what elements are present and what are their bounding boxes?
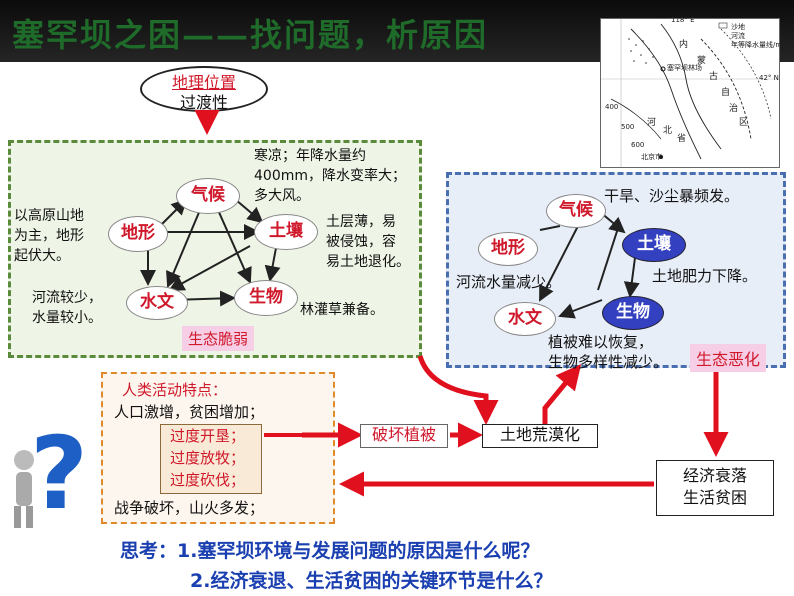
- node-climate: 气候: [176, 178, 240, 214]
- map-region-char: 内: [679, 40, 689, 50]
- soil-desc-3: 易土地退化。: [326, 254, 410, 270]
- map-region-char: 治: [729, 104, 739, 114]
- map-region-char: 自: [721, 88, 731, 98]
- economic-decline-box: 经济衰落 生活贫困: [656, 460, 774, 516]
- node-hydrology-degraded: 水文: [494, 302, 556, 336]
- map-isohyet-600: 600: [631, 141, 645, 149]
- node-terrain: 地形: [108, 216, 168, 252]
- location-map: 118° E 42° N 沙地 河流 年等降水量线/mm 内 蒙 古 自 治 区…: [600, 16, 789, 168]
- human-activity-line1: 人口激增，贫困增加；: [114, 403, 265, 421]
- svg-text:?: ?: [30, 415, 88, 532]
- map-province-char: 河: [647, 118, 657, 128]
- node-soil: 土壤: [254, 214, 318, 250]
- fragile-label: 生态脆弱: [182, 326, 255, 351]
- econ-line-2: 生活贫困: [682, 488, 747, 507]
- question-figure-icon: ?: [14, 415, 88, 532]
- terrain-desc-1: 以高原山地: [14, 208, 84, 224]
- bio-desc: 林灌草兼备。: [300, 302, 384, 318]
- map-drawing: [601, 19, 779, 167]
- map-saihanba: 塞罕坝林场: [667, 64, 702, 72]
- degraded-soil-desc: 土地肥力下降。: [652, 267, 758, 285]
- climate-desc-1: 寒凉；年降水量约: [254, 148, 366, 164]
- node-biology-degraded: 生物: [602, 296, 664, 330]
- node-terrain-degraded: 地形: [478, 232, 538, 266]
- worse-label: 生态恶化: [690, 344, 767, 372]
- node-soil-degraded: 土壤: [622, 228, 686, 262]
- climate-desc-3: 多大风。: [254, 188, 310, 204]
- map-legend-river: 河流: [731, 32, 745, 40]
- econ-line-1: 经济衰落: [682, 466, 747, 485]
- degraded-bio-desc-2: 生物多样性减少。: [548, 353, 669, 371]
- overuse-farming: 过度开垦；: [170, 427, 246, 445]
- climate-desc-2: 400mm，降水变率大；: [254, 168, 406, 184]
- map-longitude: 118° E: [671, 16, 695, 24]
- degraded-bio-desc-1: 植被难以恢复，: [548, 333, 654, 351]
- destroy-vegetation-box: 破坏植被: [360, 424, 448, 448]
- page-title: 塞罕坝之困——找问题，析原因: [12, 16, 489, 54]
- terrain-desc-2: 为主，地形: [14, 228, 84, 244]
- degraded-climate-desc: 干旱、沙尘暴频发。: [604, 187, 740, 205]
- node-hydrology: 水文: [126, 286, 188, 320]
- map-province-char: 省: [677, 134, 687, 144]
- map-province-char: 北: [663, 126, 673, 136]
- map-isohyet-400: 400: [605, 103, 619, 111]
- map-isohyet-500: 500: [621, 123, 635, 131]
- overuse-grazing: 过度放牧；: [170, 449, 246, 467]
- node-biology: 生物: [234, 280, 298, 316]
- desertification-box: 土地荒漠化: [482, 424, 598, 448]
- soil-desc-1: 土层薄，易: [326, 214, 396, 230]
- overuse-box: [160, 424, 262, 494]
- map-legend-isohyet: 年等降水量线/mm: [731, 41, 789, 49]
- map-beijing: 北京市: [641, 153, 662, 161]
- natural-environment-panel: [8, 140, 422, 358]
- map-region-char: 区: [739, 118, 749, 128]
- degraded-environment-panel: [446, 172, 786, 368]
- geo-position-label: 地理位置: [171, 73, 236, 92]
- map-region-char: 蒙: [697, 56, 707, 66]
- human-activity-last: 战争破坏，山火多发；: [114, 499, 265, 517]
- soil-desc-2: 被侵蚀，容: [326, 234, 396, 250]
- overuse-logging: 过度砍伐；: [170, 471, 246, 489]
- question-2: 2.经济衰退、生活贫困的关键环节是什么？: [190, 570, 553, 592]
- hydro-desc-1: 河流较少，: [32, 290, 102, 306]
- map-latitude: 42° N: [759, 74, 779, 82]
- terrain-desc-3: 起伏大。: [14, 248, 70, 264]
- hydro-desc-2: 水量较小。: [32, 310, 102, 326]
- map-legend-sand: 沙地: [731, 23, 745, 31]
- degraded-hydro-desc: 河流水量减少。: [456, 273, 562, 291]
- node-climate-degraded: 气候: [546, 194, 606, 228]
- geo-transition-label: 过渡性: [179, 93, 228, 112]
- question-1: 思考：1.塞罕坝环境与发展问题的原因是什么呢？: [120, 540, 540, 562]
- human-activity-title: 人类活动特点：: [122, 381, 228, 399]
- map-region-char: 古: [709, 72, 719, 82]
